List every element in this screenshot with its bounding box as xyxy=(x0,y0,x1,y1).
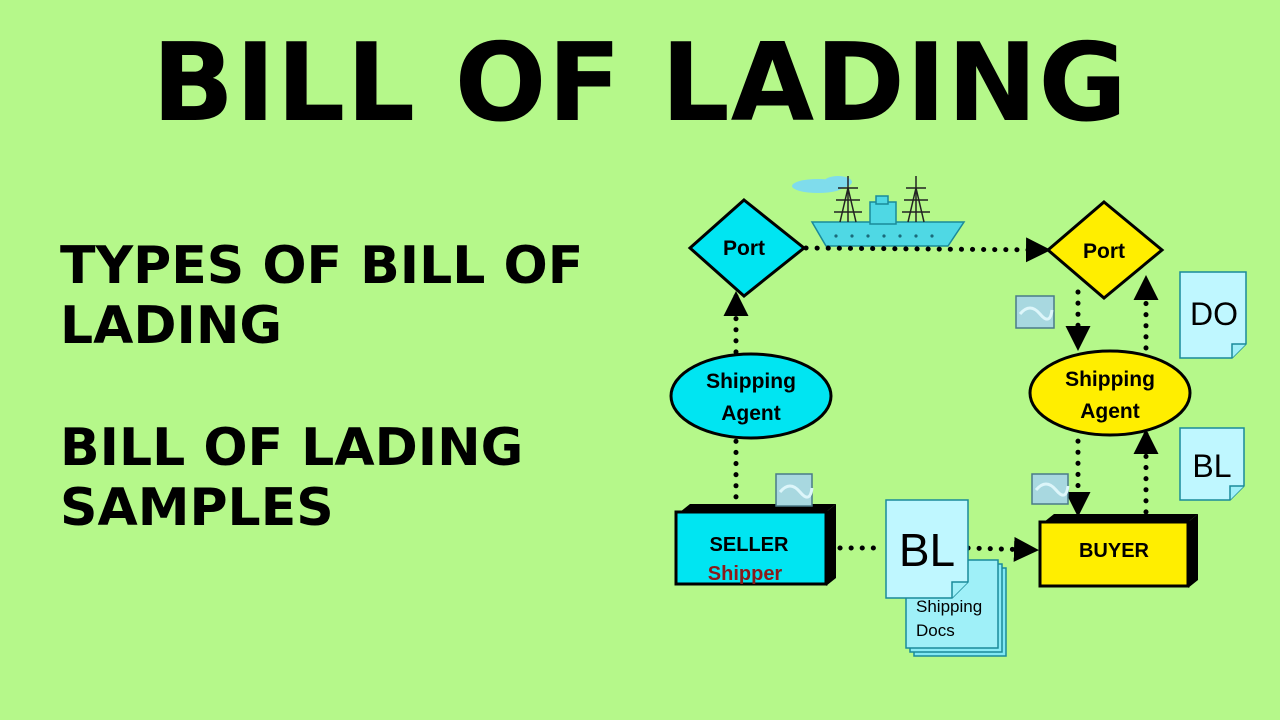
agent-left-line2: Agent xyxy=(721,402,781,425)
seller-label: SELLER xyxy=(710,534,789,556)
connector-port-to-port xyxy=(803,237,1051,263)
connector-bl-to-buyer xyxy=(965,536,1039,562)
port-left-node: Port xyxy=(687,198,807,298)
shipping-docs-line1: Shipping xyxy=(916,597,982,616)
bl-right-label: BL xyxy=(1192,448,1231,484)
ship-icon xyxy=(792,176,966,247)
money-icon xyxy=(1031,473,1070,505)
subtitle-samples: BILL OF LADING SAMPLES xyxy=(60,418,524,538)
agent-right-line1: Shipping xyxy=(1065,368,1155,391)
agent-right-line2: Agent xyxy=(1080,400,1140,423)
bl-document-center: BL xyxy=(885,499,969,599)
shipping-docs-line2: Docs xyxy=(916,621,955,640)
page-title: BILL OF LADING xyxy=(151,21,1129,146)
shipper-label: Shipper xyxy=(708,563,783,585)
buyer-label: BUYER xyxy=(1079,540,1150,562)
do-document: DO xyxy=(1179,271,1247,359)
port-right-node: Port xyxy=(1045,200,1165,300)
money-icon xyxy=(775,473,814,507)
bl-center-label: BL xyxy=(899,524,955,576)
money-icon xyxy=(1015,295,1055,329)
bl-document-right: BL xyxy=(1179,427,1245,501)
port-right-label: Port xyxy=(1083,240,1125,263)
shipping-agent-left-node: Shipping Agent xyxy=(669,352,833,440)
shipping-agent-right-node: Shipping Agent xyxy=(1028,349,1192,437)
agent-left-line1: Shipping xyxy=(706,370,796,393)
buyer-node: BUYER xyxy=(1038,514,1198,588)
port-left-label: Port xyxy=(723,237,765,260)
do-label: DO xyxy=(1190,296,1238,332)
subtitle-types: TYPES OF BILL OF LADING xyxy=(60,236,584,356)
seller-node: SELLER Shipper xyxy=(674,504,836,586)
